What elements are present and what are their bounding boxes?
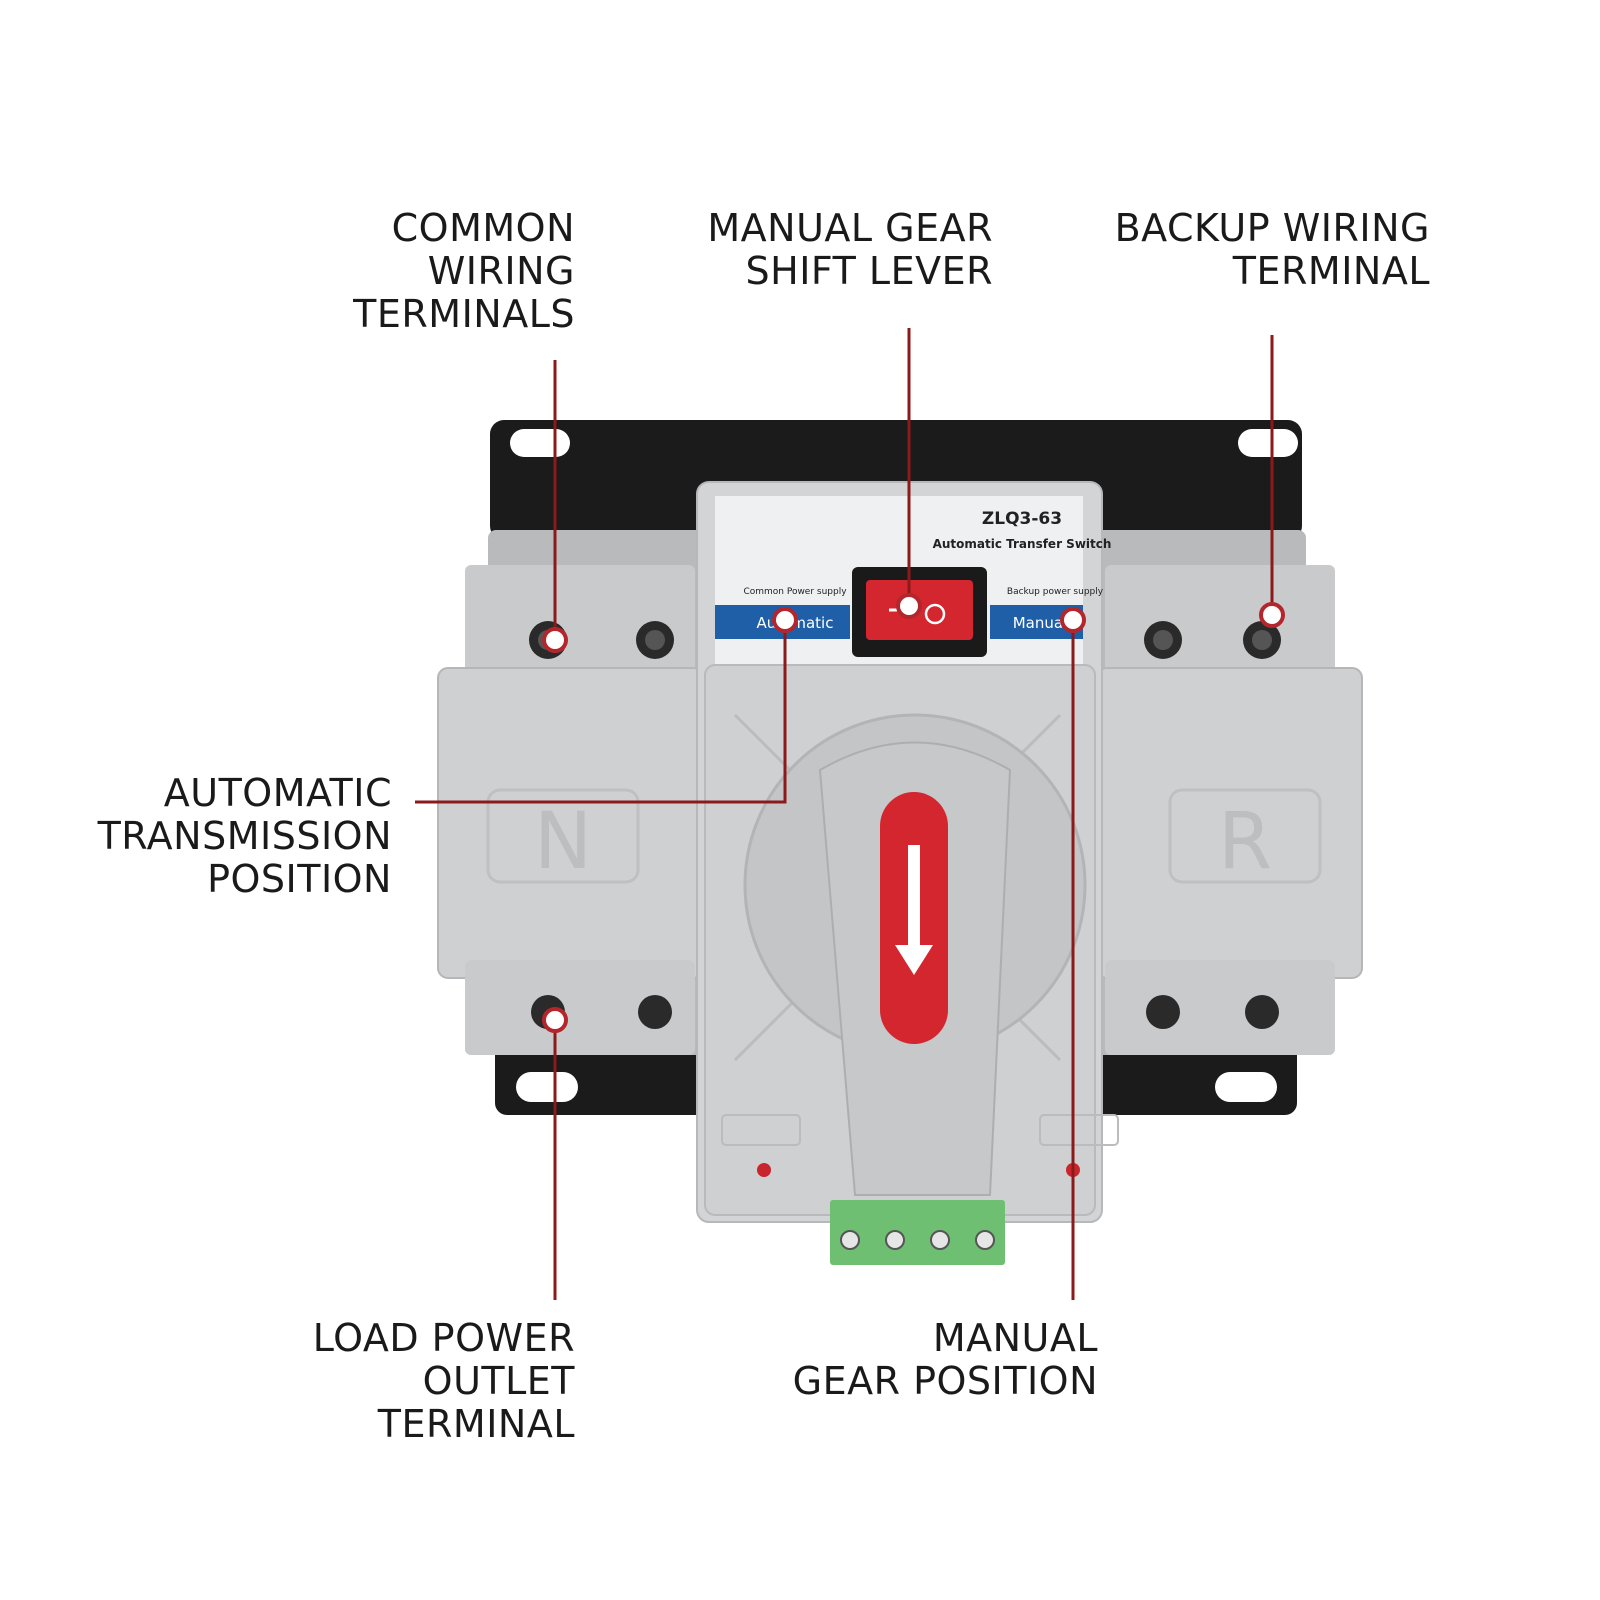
- mount-slot: [1215, 1072, 1277, 1102]
- callout-line: BACKUP WIRING: [1114, 206, 1430, 250]
- callout-dot: [772, 607, 798, 633]
- callout-manual-gear-position: MANUAL GEAR POSITION: [793, 1317, 1098, 1403]
- left-module: N: [437, 565, 704, 1055]
- callout-line: GEAR POSITION: [792, 1359, 1098, 1403]
- type-label: Automatic Transfer Switch: [933, 537, 1112, 551]
- callout-dot: [896, 593, 922, 619]
- control-terminal-block: [830, 1200, 1005, 1265]
- callout-dot: [542, 627, 568, 653]
- callout-backup-wiring-terminal: BACKUP WIRING TERMINAL: [1115, 207, 1430, 293]
- mount-slot: [516, 1072, 578, 1102]
- callout-automatic-transmission-position: AUTOMATIC TRANSMISSION POSITION: [98, 772, 392, 901]
- manual-label: Manual: [1013, 614, 1068, 632]
- callout-line: WIRING: [427, 249, 575, 293]
- callout-dot: [1259, 602, 1285, 628]
- indicator-led: [757, 1163, 771, 1177]
- right-letter-label: R: [1218, 797, 1272, 887]
- mount-slot: [1238, 429, 1298, 457]
- callout-line: OUTLET: [422, 1359, 575, 1403]
- leader-automatic-position: [415, 620, 787, 804]
- callout-line: MANUAL GEAR: [707, 206, 993, 250]
- callout-line: POSITION: [207, 857, 392, 901]
- callout-line: TERMINALS: [353, 292, 575, 336]
- callout-line: COMMON: [391, 206, 575, 250]
- backup-supply-label: Backup power supply: [1007, 587, 1104, 597]
- callout-line: MANUAL: [932, 1316, 1098, 1360]
- model-label: ZLQ3-63: [982, 509, 1062, 529]
- callout-dot: [542, 1007, 568, 1033]
- callout-load-power-outlet-terminal: LOAD POWER OUTLET TERMINAL: [313, 1317, 575, 1446]
- callout-dot: [1060, 607, 1086, 633]
- callout-line: TERMINAL: [377, 1402, 575, 1446]
- callout-line: LOAD POWER: [312, 1316, 575, 1360]
- callout-line: SHIFT LEVER: [745, 249, 993, 293]
- callout-dots: [542, 593, 1285, 1033]
- left-letter-label: N: [534, 797, 592, 887]
- callout-manual-gear-shift-lever: MANUAL GEAR SHIFT LEVER: [707, 207, 993, 293]
- leader-lines: [415, 328, 1274, 1300]
- mount-slot: [510, 429, 570, 457]
- callout-line: TRANSMISSION: [97, 814, 392, 858]
- down-arrow-icon: [895, 845, 933, 975]
- callout-line: TERMINAL: [1232, 249, 1430, 293]
- right-module: R: [1096, 565, 1363, 1055]
- callout-line: AUTOMATIC: [163, 771, 392, 815]
- callout-common-wiring-terminals: COMMON WIRING TERMINALS: [353, 207, 575, 336]
- common-supply-label: Common Power supply: [743, 587, 847, 597]
- control-module: ZLQ3-63 Automatic Transfer Switch Common…: [696, 481, 1119, 1223]
- terminal-screws: [529, 621, 1281, 1029]
